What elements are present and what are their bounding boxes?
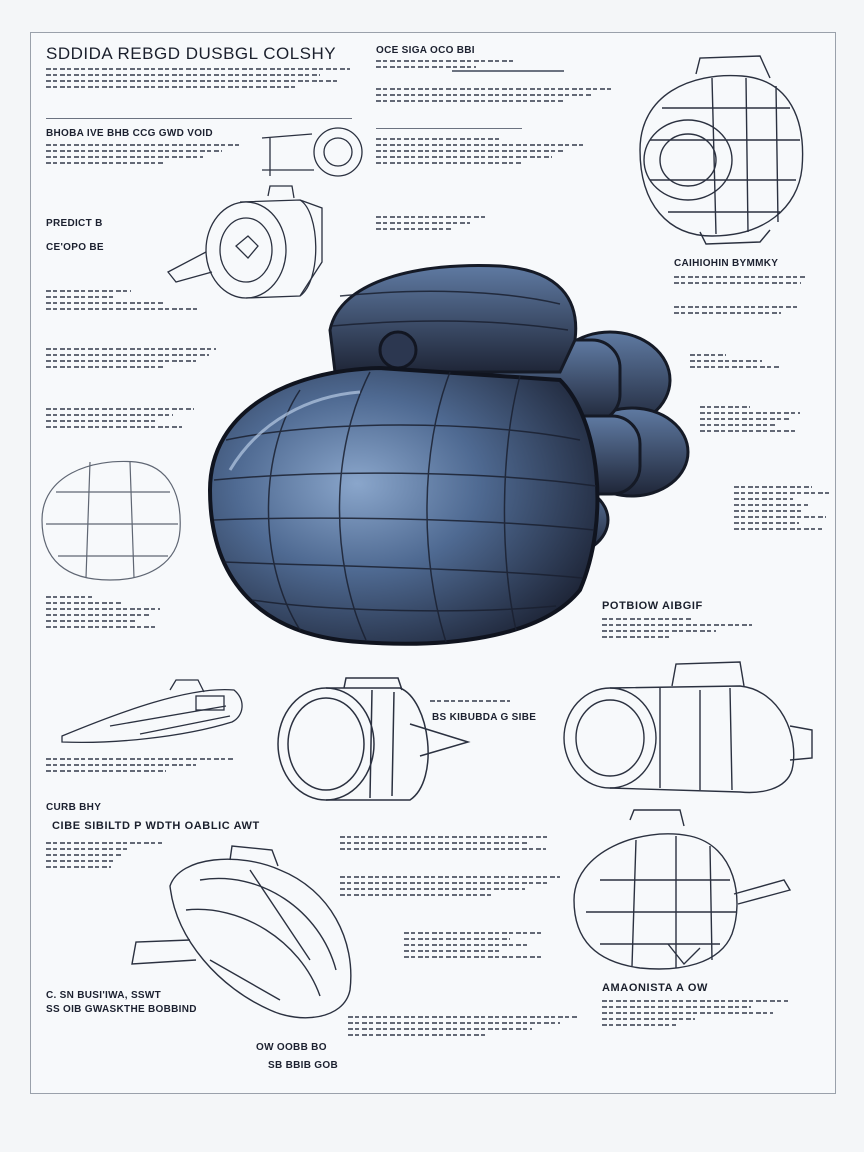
left-lower-heading-2: CIBE SIBILTD P WDTH OABLIC AWT — [52, 820, 260, 832]
left-small-heading-1: PREDICT B — [46, 218, 103, 229]
annotation-block — [430, 696, 510, 706]
dimension-rule — [452, 70, 564, 72]
right-heading-2: POTBIOW AIBGIF — [602, 600, 703, 612]
annotation-block — [376, 56, 576, 72]
divider-rule — [376, 128, 522, 129]
left-lower-heading-1: CURB BHY — [46, 802, 102, 813]
annotation-block — [734, 482, 832, 534]
top-center-heading: OCE SIGA OCO BBI — [376, 45, 475, 56]
annotation-block — [376, 212, 486, 234]
annotation-block — [348, 1012, 578, 1040]
right-bottom-heading: AMAONISTA A OW — [602, 982, 708, 994]
annotation-block — [46, 344, 216, 372]
bottom-left-label-2: SS OIB GWASKTHE BOBBIND — [46, 1004, 197, 1015]
sheet-title: SDDIDA REBGD DUSBGL COLSHY — [46, 44, 337, 63]
annotation-block — [674, 272, 806, 288]
divider-rule — [46, 118, 352, 119]
annotation-block — [340, 872, 560, 900]
bottom-left-label-1: C. SN BUSI'IWA, SSWT — [46, 990, 162, 1001]
right-heading-1: CAIHIOHIN BYMMKY — [674, 258, 779, 269]
annotation-block — [46, 64, 350, 92]
annotation-block — [690, 350, 780, 372]
annotation-block — [46, 754, 234, 776]
annotation-block — [376, 134, 586, 168]
annotation-block — [46, 404, 194, 432]
annotation-block — [340, 832, 550, 854]
annotation-block — [404, 928, 544, 962]
annotation-block — [46, 140, 242, 168]
center-label: BS KIBUBDA G SIBE — [432, 712, 537, 723]
annotation-block — [674, 302, 798, 318]
annotation-block — [602, 996, 788, 1030]
bottom-center-label-1: OW OOBB BO — [256, 1042, 327, 1053]
bottom-center-label-2: SB BBIB GOB — [268, 1060, 338, 1071]
annotation-block — [46, 592, 160, 632]
left-small-heading-2: CE'OPO BE — [46, 242, 104, 253]
annotation-block — [376, 84, 612, 106]
left-block-heading: BHOBA IVE BHB CCG GWD VOID — [46, 128, 213, 139]
annotation-block — [602, 614, 752, 642]
annotation-block — [700, 402, 800, 436]
annotation-block — [46, 286, 216, 314]
annotation-block — [46, 838, 162, 872]
